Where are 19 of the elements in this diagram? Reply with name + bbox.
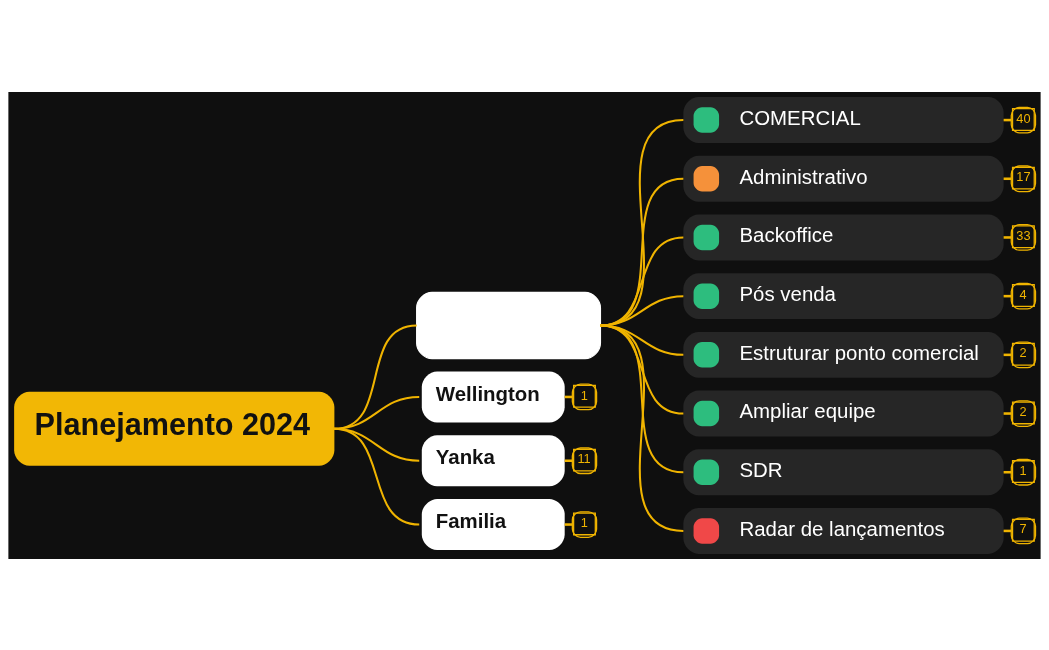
node-box: Planejamento 2024 [14, 391, 335, 466]
node-label: 2 [1019, 344, 1027, 360]
node-label: 33 [1016, 227, 1031, 243]
connector [600, 235, 684, 326]
node-label: 11 [577, 450, 591, 466]
node-label: 40 [1016, 110, 1031, 126]
connector [600, 177, 684, 326]
connector [600, 118, 684, 326]
node-label: 17 [1016, 168, 1031, 184]
connector [600, 324, 684, 532]
node-label: 1 [580, 514, 588, 530]
node-label: 4 [1019, 286, 1027, 302]
connector [600, 294, 684, 326]
node-label: 2 [1019, 403, 1027, 419]
node-box [416, 291, 602, 359]
connector [333, 427, 420, 526]
node-label: 1 [1019, 462, 1027, 478]
node-label: 1 [580, 387, 588, 403]
node-label: 7 [1019, 520, 1027, 536]
